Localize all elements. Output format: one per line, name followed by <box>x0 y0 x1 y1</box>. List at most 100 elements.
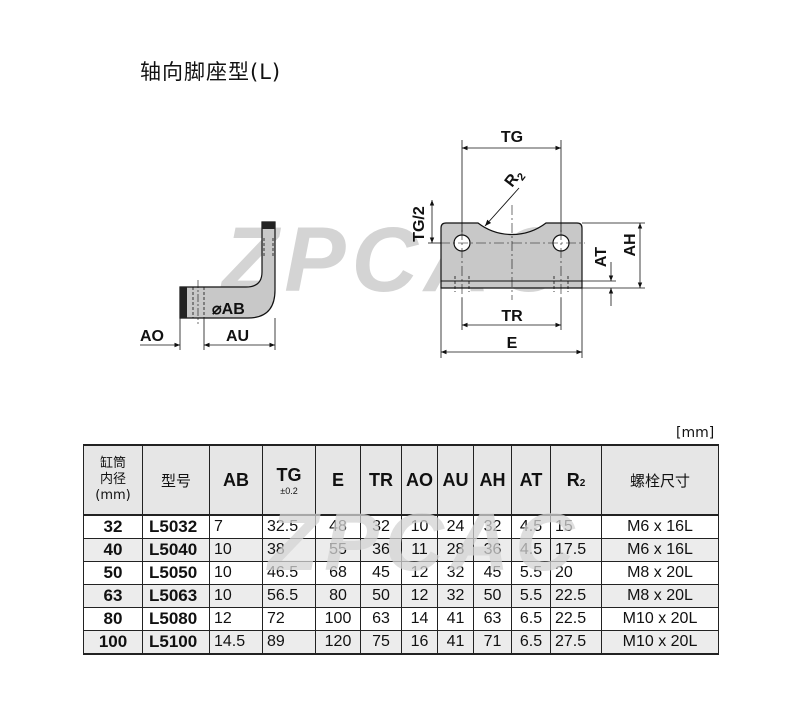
cell-bolt: M10 x 20L <box>601 607 719 631</box>
dim-label-tg: TG <box>501 129 523 146</box>
col-header-ab: AB <box>209 444 263 516</box>
cell-au: 41 <box>437 630 474 655</box>
cell-model: L5050 <box>142 561 210 585</box>
cell-at: 6.5 <box>511 630 551 655</box>
col-header-tr: TR <box>360 444 402 516</box>
cell-r2: 20 <box>550 561 602 585</box>
spec-table: 缸筒 内径 (mm) 型号 AB TG ±0.2 E TR AO AU AH A… <box>83 444 719 655</box>
cell-model: L5063 <box>142 584 210 608</box>
cell-bolt: M8 x 20L <box>601 561 719 585</box>
cell-ao: 16 <box>401 630 438 655</box>
cell-tr: 75 <box>360 630 402 655</box>
dim-label-ao: AO <box>140 328 164 345</box>
cell-ab: 10 <box>209 584 263 608</box>
dim-label-at: AT <box>593 247 610 267</box>
cell-model: L5040 <box>142 538 210 562</box>
cell-ah: 63 <box>473 607 512 631</box>
cell-r2: 17.5 <box>550 538 602 562</box>
cell-ah: 36 <box>473 538 512 562</box>
dim-label-ah: AH <box>622 233 639 256</box>
dim-label-au: AU <box>226 328 249 345</box>
cell-ab: 14.5 <box>209 630 263 655</box>
side-view-bracket <box>140 221 276 350</box>
cell-bore: 32 <box>83 514 143 539</box>
cell-au: 32 <box>437 584 474 608</box>
col-header-au: AU <box>437 444 474 516</box>
cell-tg: 72 <box>262 607 316 631</box>
cell-ah: 45 <box>473 561 512 585</box>
cell-r2: 27.5 <box>550 630 602 655</box>
cell-tr: 45 <box>360 561 402 585</box>
cell-bore: 63 <box>83 584 143 608</box>
cell-bore: 40 <box>83 538 143 562</box>
cell-au: 24 <box>437 514 474 539</box>
cell-tr: 32 <box>360 514 402 539</box>
dim-label-tr: TR <box>501 308 523 325</box>
cell-ah: 71 <box>473 630 512 655</box>
cell-model: L5080 <box>142 607 210 631</box>
cell-e: 80 <box>315 584 361 608</box>
col-header-e: E <box>315 444 361 516</box>
col-header-model: 型号 <box>142 444 210 516</box>
cell-bore: 100 <box>83 630 143 655</box>
col-header-ah: AH <box>473 444 512 516</box>
cell-au: 32 <box>437 561 474 585</box>
cell-e: 68 <box>315 561 361 585</box>
cell-ab: 10 <box>209 561 263 585</box>
cell-at: 5.5 <box>511 584 551 608</box>
cell-ao: 10 <box>401 514 438 539</box>
col-header-bolt: 螺栓尺寸 <box>601 444 719 516</box>
cell-tg: 32.5 <box>262 514 316 539</box>
cell-tg: 89 <box>262 630 316 655</box>
table-header-row: 缸筒 内径 (mm) 型号 AB TG ±0.2 E TR AO AU AH A… <box>83 444 719 516</box>
cell-bolt: M8 x 20L <box>601 584 719 608</box>
front-view-bracket <box>428 140 645 358</box>
cell-bolt: M10 x 20L <box>601 630 719 655</box>
cell-au: 28 <box>437 538 474 562</box>
col-header-bore: 缸筒 内径 (mm) <box>83 444 143 516</box>
cell-at: 6.5 <box>511 607 551 631</box>
cell-ab: 10 <box>209 538 263 562</box>
cell-tr: 36 <box>360 538 402 562</box>
cell-at: 4.5 <box>511 514 551 539</box>
unit-label: [mm] <box>676 425 715 441</box>
cell-bolt: M6 x 16L <box>601 538 719 562</box>
cell-e: 48 <box>315 514 361 539</box>
cell-r2: 15 <box>550 514 602 539</box>
cell-r2: 22.5 <box>550 584 602 608</box>
cell-ao: 12 <box>401 584 438 608</box>
cell-au: 41 <box>437 607 474 631</box>
col-header-ao: AO <box>401 444 438 516</box>
col-header-at: AT <box>511 444 551 516</box>
cell-ao: 14 <box>401 607 438 631</box>
cell-e: 100 <box>315 607 361 631</box>
cell-model: L5100 <box>142 630 210 655</box>
col-header-tg: TG ±0.2 <box>262 444 316 516</box>
cell-ah: 50 <box>473 584 512 608</box>
cell-bolt: M6 x 16L <box>601 514 719 539</box>
page-title: 轴向脚座型(L) <box>140 60 282 84</box>
cell-tg: 38 <box>262 538 316 562</box>
cell-ab: 7 <box>209 514 263 539</box>
technical-drawing: TG R2 TG/2 AT AH TR E ⌀AB AO AU <box>140 129 645 358</box>
dim-label-e: E <box>507 335 518 352</box>
cell-bore: 50 <box>83 561 143 585</box>
cell-tr: 63 <box>360 607 402 631</box>
col-header-r2: R2 <box>550 444 602 516</box>
cell-ao: 12 <box>401 561 438 585</box>
cell-tr: 50 <box>360 584 402 608</box>
cell-at: 4.5 <box>511 538 551 562</box>
dim-label-tg-half: TG/2 <box>411 206 428 242</box>
dim-label-ab: ⌀AB <box>212 301 245 318</box>
cell-e: 120 <box>315 630 361 655</box>
cell-at: 5.5 <box>511 561 551 585</box>
dim-label-r2: R2 <box>502 166 529 192</box>
cell-model: L5032 <box>142 514 210 539</box>
cell-ab: 12 <box>209 607 263 631</box>
